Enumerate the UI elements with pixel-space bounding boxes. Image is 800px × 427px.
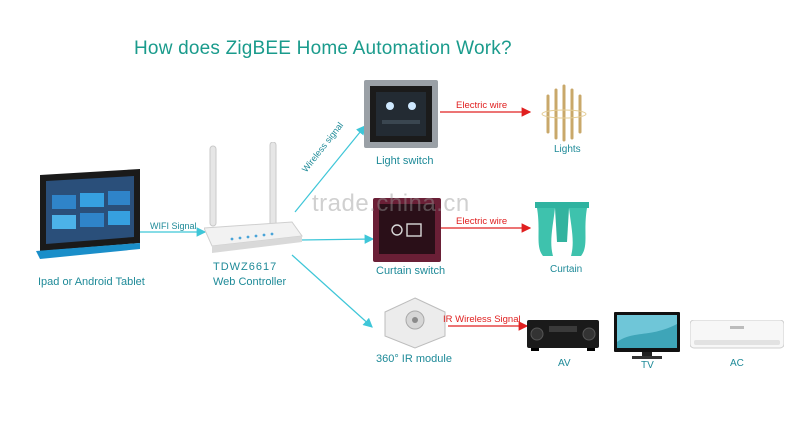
- curtain-switch-image: [373, 198, 441, 262]
- tablet-image: [36, 169, 140, 259]
- light-switch-image: [364, 80, 438, 148]
- ir-module-image: [384, 297, 446, 349]
- curtain-label: Curtain: [550, 264, 583, 275]
- lights-image: [541, 84, 587, 142]
- ac-label: AC: [730, 358, 744, 369]
- controller-name-label: Web Controller: [213, 276, 287, 288]
- lights-label: Lights: [554, 144, 581, 155]
- wifi-signal-label: WIFI Signal: [150, 221, 197, 231]
- tv-label: TV: [641, 360, 654, 371]
- ir-wireless-signal-label: IR Wireless Signal: [443, 314, 521, 325]
- av-label: AV: [558, 358, 571, 369]
- watermark-text: trade.china.cn: [312, 190, 470, 217]
- wireless-line-ir: [291, 254, 373, 328]
- tablet-label: Ipad or Android Tablet: [38, 276, 145, 288]
- curtain-image: [535, 202, 589, 256]
- wireless-line-light: [294, 125, 366, 213]
- tv-image: [614, 312, 680, 359]
- page-title: How does ZigBEE Home Automation Work?: [134, 38, 512, 59]
- router-image: [204, 142, 303, 253]
- controller-model-label: TDWZ6617: [213, 261, 278, 273]
- light-switch-label: Light switch: [376, 155, 434, 167]
- ac-image: [690, 320, 784, 349]
- av-image: [527, 320, 599, 351]
- ir-module-label: 360° IR module: [376, 353, 452, 365]
- electric-wire-label-1: Electric wire: [456, 100, 508, 111]
- wireless-line-curtain: [299, 234, 375, 244]
- curtain-switch-label: Curtain switch: [376, 265, 446, 277]
- electric-wire-label-2: Electric wire: [456, 216, 508, 227]
